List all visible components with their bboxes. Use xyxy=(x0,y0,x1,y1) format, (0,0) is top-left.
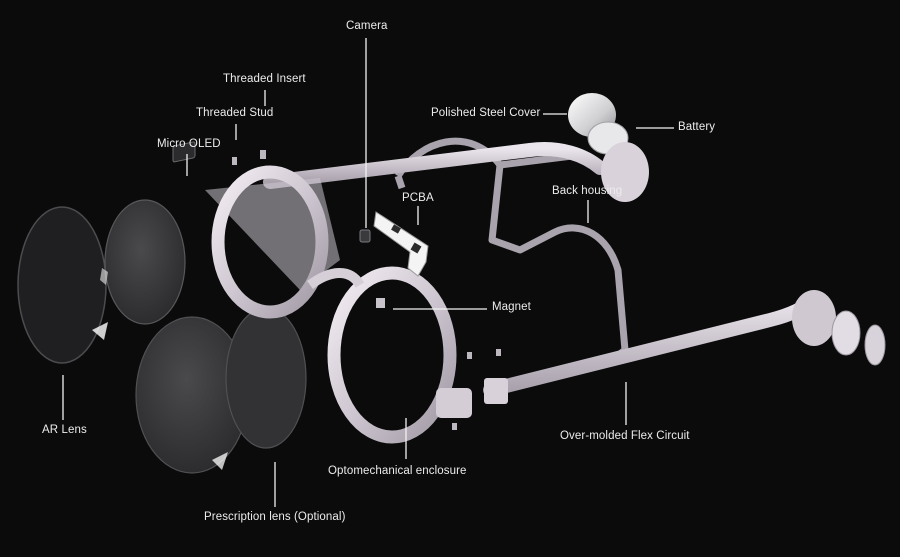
ar-lens-edge-highlight xyxy=(100,268,108,285)
micro-oled xyxy=(172,141,196,163)
label-threaded-insert: Threaded Insert xyxy=(223,73,306,85)
prescription-lens-highlight xyxy=(212,452,228,470)
front-frame-nose xyxy=(307,268,365,290)
magnet-part xyxy=(376,298,385,308)
label-battery: Battery xyxy=(678,121,716,133)
camera-part xyxy=(359,229,371,243)
ar-lens-highlight xyxy=(92,322,108,340)
small-screw-a xyxy=(467,352,472,359)
ar-lens-front xyxy=(104,199,186,325)
small-screw-c xyxy=(452,423,457,430)
flex-circuit-arm xyxy=(483,293,819,397)
front-frame-hinge xyxy=(436,388,472,418)
prescription-lens-group xyxy=(135,307,307,474)
label-threaded-stud: Threaded Stud xyxy=(196,107,274,119)
small-screw-b xyxy=(496,349,501,356)
label-back-housing: Back housing xyxy=(552,185,623,197)
label-magnet: Magnet xyxy=(492,301,531,313)
ar-lens-group xyxy=(17,199,186,364)
label-optomechanical-enclosure: Optomechanical enclosure xyxy=(328,465,467,477)
prescription-lens-front xyxy=(225,307,307,449)
back-housing xyxy=(394,137,629,363)
optomechanical-enclosure xyxy=(205,165,472,444)
label-over-molded-flex-circuit: Over-molded Flex Circuit xyxy=(560,430,690,442)
flex-circuit-end xyxy=(484,378,508,404)
front-frame-rim-left xyxy=(211,165,329,319)
threaded-insert-part xyxy=(260,150,266,159)
label-prescription-lens: Prescription lens (Optional) xyxy=(204,511,346,523)
label-pcba: PCBA xyxy=(402,192,434,204)
back-housing-pod xyxy=(601,142,649,202)
leader-lines xyxy=(62,38,674,507)
label-micro-oled: Micro OLED xyxy=(157,138,221,150)
battery-stack xyxy=(568,93,649,202)
rear-pod-right xyxy=(792,290,886,366)
ar-lens-back xyxy=(17,206,107,364)
front-frame-bridge xyxy=(205,178,340,290)
pcba-board xyxy=(373,211,429,277)
label-ar-lens: AR Lens xyxy=(42,424,87,436)
front-frame-rim-right xyxy=(327,266,457,444)
label-camera: Camera xyxy=(346,20,388,32)
label-polished-steel-cover: Polished Steel Cover xyxy=(431,107,541,119)
temple-arm xyxy=(263,142,607,189)
threaded-stud-part xyxy=(232,157,237,165)
